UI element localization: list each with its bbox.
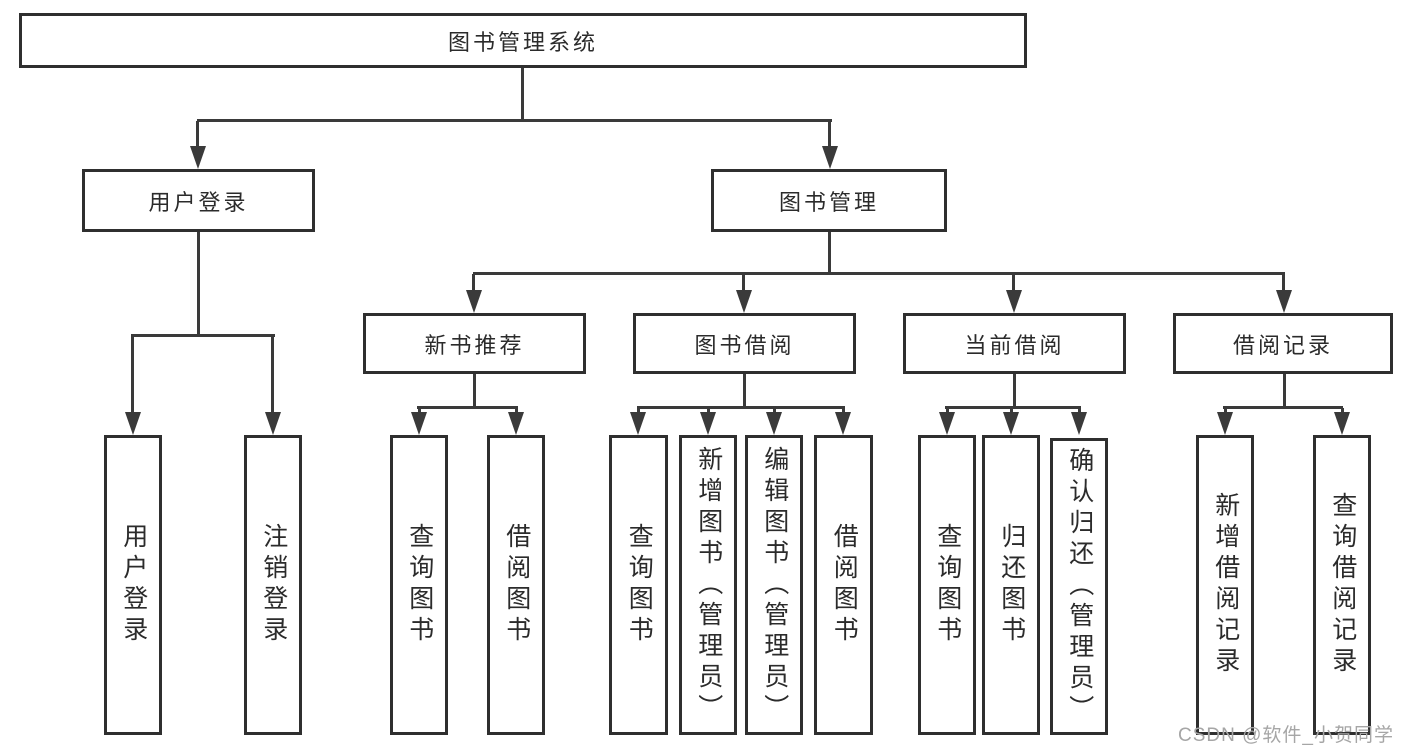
connector-hline-level2: [197, 119, 832, 122]
connector-vline-arrow: [1282, 274, 1285, 292]
connector-hline-borrowing-children: [637, 406, 845, 409]
connector-vline-arrow: [1012, 274, 1015, 292]
leaf-edit-book-admin: 编辑图书（管理员）: [745, 435, 803, 735]
node-label: 用户登录: [119, 523, 148, 647]
connector-hline-current-children: [945, 406, 1081, 409]
arrowhead-down-icon: [1334, 412, 1350, 435]
connector-vline-current-stem: [1013, 374, 1016, 409]
connector-hline-records-children: [1223, 406, 1343, 409]
node-borrowing-records: 借阅记录: [1173, 313, 1393, 374]
arrowhead-down-icon: [1217, 412, 1233, 435]
arrowhead-down-icon: [822, 146, 838, 169]
node-book-borrowing: 图书借阅: [633, 313, 856, 374]
connector-vline-arrow: [1341, 408, 1344, 414]
connector-vline-arrow: [637, 408, 640, 414]
arrowhead-down-icon: [1276, 290, 1292, 313]
arrowhead-down-icon: [736, 290, 752, 313]
node-new-book-recommend: 新书推荐: [363, 313, 586, 374]
arrowhead-down-icon: [466, 290, 482, 313]
node-user-login: 用户登录: [82, 169, 315, 232]
arrowhead-down-icon: [1003, 412, 1019, 435]
arrowhead-down-icon: [125, 412, 141, 435]
arrowhead-down-icon: [766, 412, 782, 435]
leaf-query-books-current: 查询图书: [918, 435, 976, 735]
connector-vline-arrow: [1224, 408, 1227, 414]
connector-hline-user-login-children: [131, 334, 275, 337]
node-label: 新增借阅记录: [1211, 492, 1240, 678]
node-label: 借阅记录: [1232, 332, 1333, 358]
arrowhead-down-icon: [411, 412, 427, 435]
node-label: 查询图书: [405, 523, 434, 647]
connector-vline-arrow: [842, 408, 845, 414]
arrowhead-down-icon: [265, 412, 281, 435]
connector-vline-arrow: [131, 336, 134, 414]
arrowhead-down-icon: [1071, 412, 1087, 435]
node-label: 用户登录: [148, 189, 249, 215]
connector-vline-arrow: [946, 408, 949, 414]
connector-vline-records-stem: [1283, 374, 1286, 409]
arrowhead-down-icon: [835, 412, 851, 435]
node-label: 查询借阅记录: [1328, 492, 1357, 678]
connector-hline-level3: [473, 272, 1285, 275]
leaf-borrow-books-recommend: 借阅图书: [487, 435, 545, 735]
node-book-management: 图书管理: [711, 169, 947, 232]
watermark: CSDN @软件_小贺同学: [1178, 725, 1394, 746]
leaf-borrow-books-borrowing: 借阅图书: [814, 435, 873, 735]
connector-vline-arrow: [1010, 408, 1013, 414]
arrowhead-down-icon: [508, 412, 524, 435]
arrowhead-down-icon: [190, 146, 206, 169]
node-label: 查询图书: [625, 523, 654, 647]
connector-vline-arrow: [742, 274, 745, 292]
leaf-query-books-borrowing: 查询图书: [609, 435, 668, 735]
leaf-user-login: 用户登录: [104, 435, 162, 735]
connector-vline-arrow: [515, 408, 518, 414]
connector-vline-borrowing-stem: [743, 374, 746, 409]
connector-vline-user-login-stem: [197, 232, 200, 337]
connector-hline-newbook-children: [417, 406, 518, 409]
node-label: 查询图书: [933, 523, 962, 647]
leaf-confirm-return-admin: 确认归还（管理员）: [1050, 438, 1108, 735]
leaf-query-books-recommend: 查询图书: [390, 435, 448, 735]
node-label: 图书管理: [778, 189, 879, 215]
arrowhead-down-icon: [630, 412, 646, 435]
connector-vline-arrow: [418, 408, 421, 414]
node-label: 归还图书: [997, 523, 1026, 647]
connector-vline-arrow: [196, 121, 199, 148]
node-library-management-system: 图书管理系统: [19, 13, 1027, 68]
connector-vline-arrow: [773, 408, 776, 414]
node-label: 当前借阅: [964, 332, 1065, 358]
connector-vline-root-stem: [521, 68, 524, 122]
node-label: 借阅图书: [502, 523, 531, 647]
node-label: 图书管理系统: [447, 29, 598, 55]
connector-vline-arrow: [707, 408, 710, 414]
connector-vline-arrow: [472, 274, 475, 292]
connector-vline-arrow: [1078, 408, 1081, 414]
node-label: 新书推荐: [424, 332, 525, 358]
arrowhead-down-icon: [700, 412, 716, 435]
arrowhead-down-icon: [1006, 290, 1022, 313]
node-label: 新增图书（管理员）: [694, 445, 723, 725]
node-label: 注销登录: [259, 523, 288, 647]
connector-vline-arrow: [271, 336, 274, 414]
connector-vline-newbook-stem: [473, 374, 476, 409]
node-label: 编辑图书（管理员）: [760, 445, 789, 725]
node-label: 图书借阅: [694, 332, 795, 358]
leaf-add-book-admin: 新增图书（管理员）: [679, 435, 737, 735]
leaf-return-book: 归还图书: [982, 435, 1040, 735]
leaf-query-borrow-record: 查询借阅记录: [1313, 435, 1371, 735]
leaf-logout: 注销登录: [244, 435, 302, 735]
node-label: 借阅图书: [830, 523, 859, 647]
connector-vline-book-mgmt-stem: [828, 232, 831, 275]
node-label: 确认归还（管理员）: [1065, 447, 1094, 726]
arrowhead-down-icon: [939, 412, 955, 435]
connector-vline-arrow: [828, 121, 831, 148]
leaf-add-borrow-record: 新增借阅记录: [1196, 435, 1254, 735]
node-current-borrowing: 当前借阅: [903, 313, 1126, 374]
